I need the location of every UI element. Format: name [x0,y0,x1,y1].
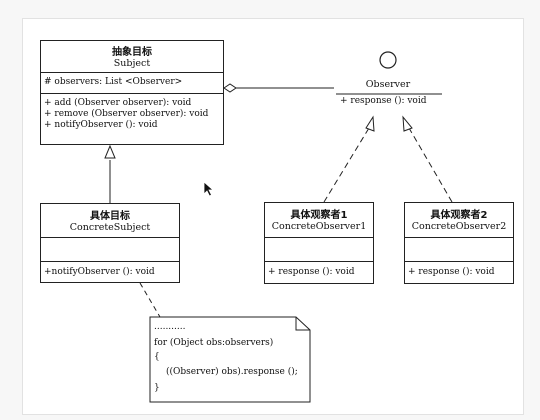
concrete-observer2-class: 具体观察者2 ConcreteObserver2 + response (): … [404,202,514,284]
subject-attribute: # observers: List <Observer> [44,77,183,87]
concrete-observer2-operations-section: + response (): void [405,262,513,278]
observer-interface-operation: + response (): void [340,96,427,106]
realization-line-1 [323,127,370,203]
aggregation-diamond [223,83,237,93]
note-line-ellipsis: ........... [154,322,186,332]
concrete-observer2-operation: + response (): void [408,267,495,277]
concrete-subject-name-section: 具体目标 ConcreteSubject [41,204,179,238]
concrete-observer1-name-section: 具体观察者1 ConcreteObserver1 [265,203,373,238]
concrete-observer2-title-cn: 具体观察者2 [430,210,488,221]
subject-name-section: 抽象目标 Subject [41,41,223,73]
subject-attributes-section: # observers: List <Observer> [41,73,223,94]
realization-line-2 [408,127,453,203]
realization-arrowhead-2 [402,115,413,132]
concrete-subject-title-cn: 具体目标 [90,211,130,222]
note-line-open-brace: { [154,352,160,362]
observer-interface-name: Observer [365,79,411,90]
concrete-observer1-attributes-section [265,238,373,262]
mouse-pointer-icon [203,181,215,197]
concrete-observer1-title-cn: 具体观察者1 [290,210,348,221]
concrete-observer1-operation: + response (): void [268,267,355,277]
realization-arrowhead-1 [365,115,375,132]
concrete-subject-operation: +notifyObserver (): void [44,267,155,277]
concrete-subject-operations-section: +notifyObserver (): void [41,262,179,278]
concrete-observer1-operations-section: + response (): void [265,262,373,278]
generalization-arrowhead [104,144,116,159]
subject-operation-remove: + remove (Observer observer): void [44,109,209,119]
subject-operation-notify: + notifyObserver (): void [44,120,158,130]
concrete-observer2-attributes-section [405,238,513,262]
subject-operation-add: + add (Observer observer): void [44,98,192,108]
concrete-observer2-name-section: 具体观察者2 ConcreteObserver2 [405,203,513,238]
note-link [139,282,161,318]
concrete-observer2-title-en: ConcreteObserver2 [411,221,507,232]
note-line-for: for (Object obs:observers) [154,338,274,348]
subject-title-cn: 抽象目标 [112,47,152,58]
subject-class: 抽象目标 Subject # observers: List <Observer… [40,40,224,145]
subject-title-en: Subject [113,58,151,69]
note-line-response: ((Observer) obs).response (); [166,367,298,377]
concrete-subject-attributes-section [41,238,179,262]
note-shape [149,316,311,403]
concrete-subject-class: 具体目标 ConcreteSubject +notifyObserver ():… [40,203,180,283]
note-fold [295,317,310,331]
concrete-subject-title-en: ConcreteSubject [69,222,151,233]
interface-circle [379,51,397,69]
note-line-close-brace: } [154,383,160,393]
subject-operations-section: + add (Observer observer): void + remove… [41,94,223,131]
concrete-observer1-title-en: ConcreteObserver1 [271,221,367,232]
concrete-observer1-class: 具体观察者1 ConcreteObserver1 + response (): … [264,202,374,284]
